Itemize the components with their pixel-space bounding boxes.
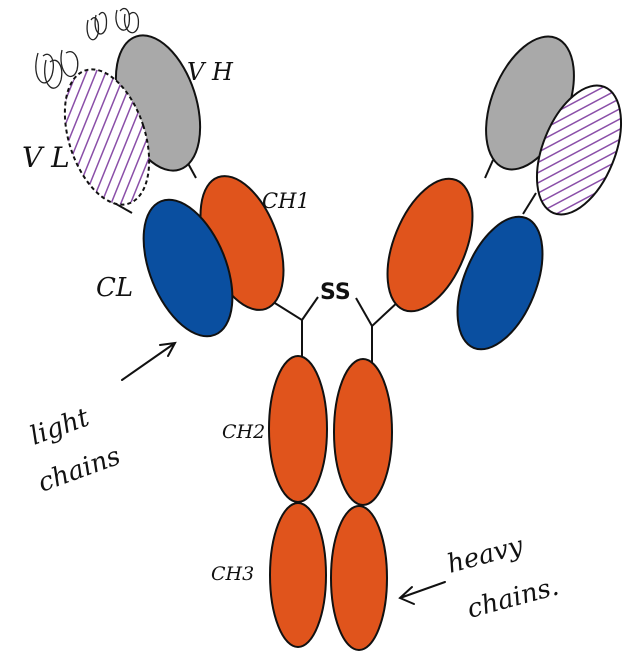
heavy-chain-arrow (400, 582, 445, 604)
ch2-domain-right (334, 359, 392, 505)
ch1-label: CH1 (262, 189, 310, 213)
ch2-domain-left (269, 356, 327, 502)
ss-label: SS (320, 280, 351, 305)
vh-label: V H (187, 58, 234, 86)
heavy-chains-label-line2: chains. (464, 572, 562, 625)
ch3-label: CH3 (211, 563, 254, 585)
heavy-chains-label-line1: heavy (444, 531, 526, 580)
vl-label: V L (22, 141, 70, 174)
light-chains-label-line2: chains (34, 441, 124, 498)
cl-label: CL (96, 273, 133, 303)
light-chains-label-line1: light (26, 403, 94, 452)
ch3-domain-right (331, 506, 387, 650)
ch3-domain-left (270, 503, 326, 647)
light-chain-arrow (122, 343, 175, 380)
ch2-label: CH2 (222, 421, 265, 443)
